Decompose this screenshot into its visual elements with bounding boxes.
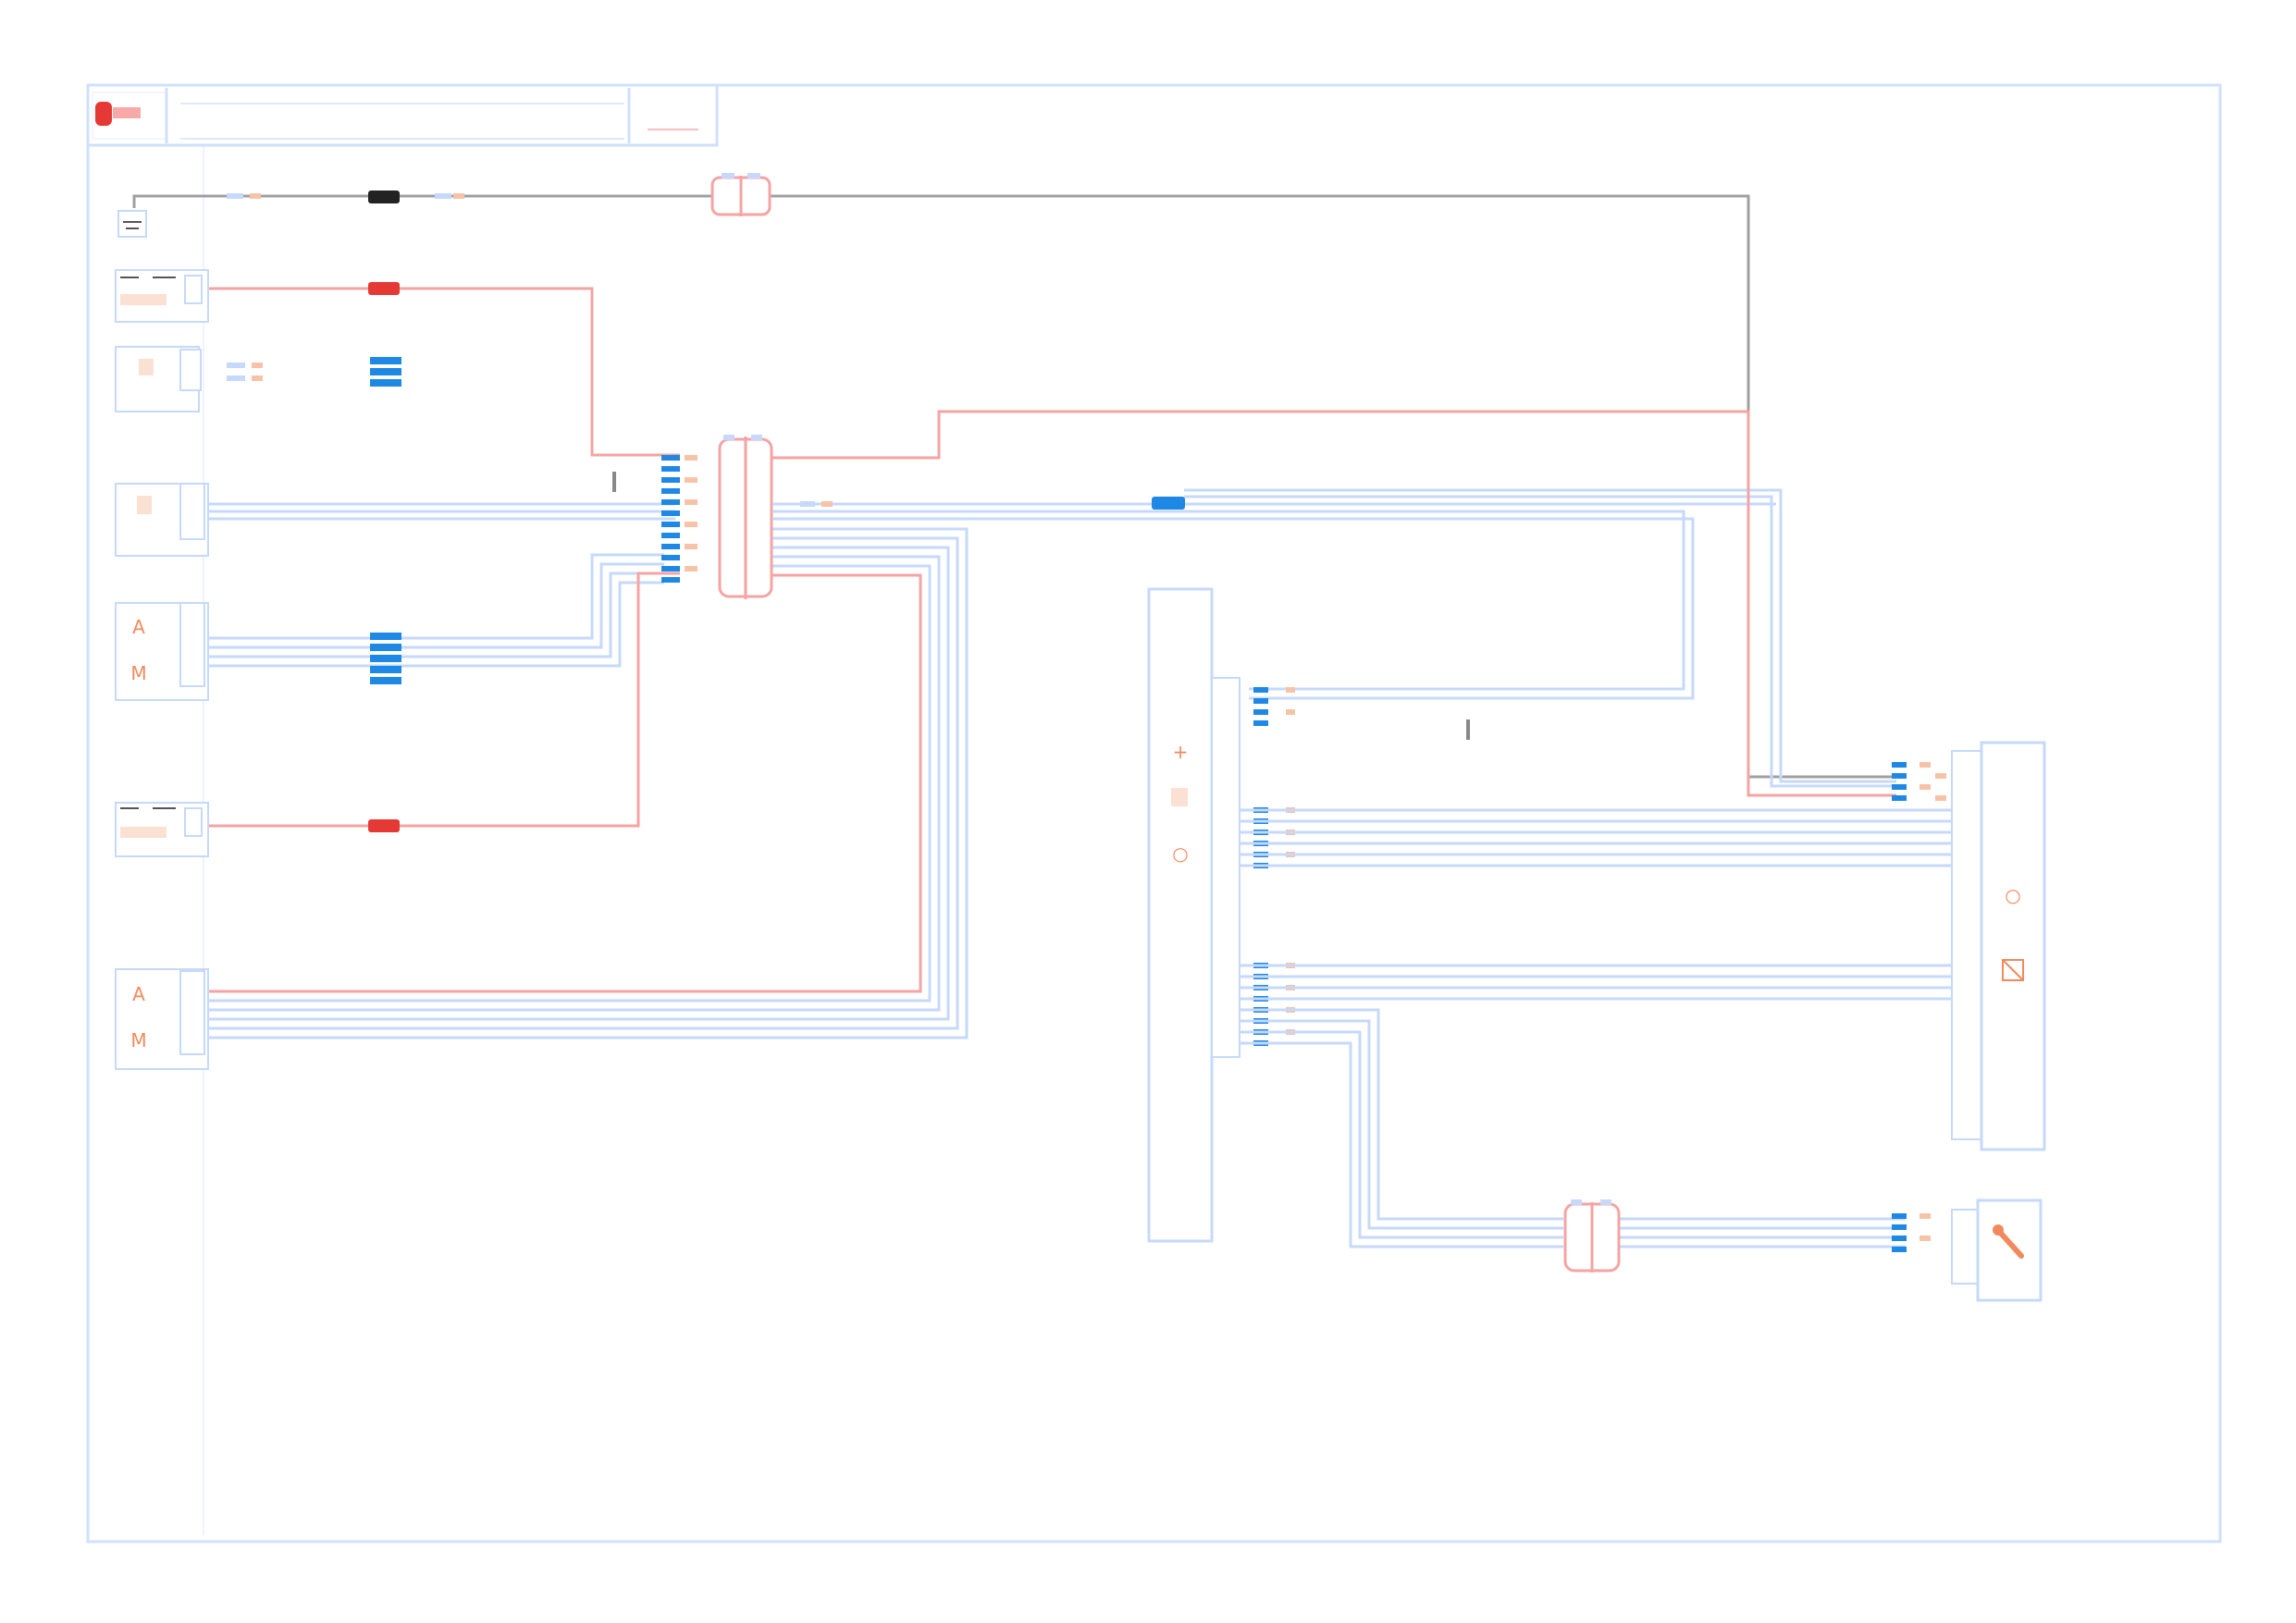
wire-red-3 [772,410,1896,797]
wire-blue-bundle-1 [208,502,675,521]
wire-blue-bundle-ecu [1240,808,1952,1248]
connector-top [710,173,772,216]
wire-bundle-3 [208,527,969,1039]
fuse-black-top [368,191,400,203]
svg-text:A: A [132,616,145,638]
svg-text:○: ○ [1172,842,1188,865]
switch-left-1 [115,483,209,557]
connector-bottom [1563,1199,1621,1273]
wire-red-1 [208,287,680,457]
marker-2 [1466,719,1470,740]
power-source-2 [115,802,209,857]
ecu-center: + ○ [1147,587,1241,1243]
actuator-pins [1892,1213,1907,1252]
brand-mark-icon [95,102,112,126]
svg-text:+: + [1173,741,1189,763]
wire-gray-top [132,194,1896,779]
fuse-red-2 [368,819,400,832]
actuator-right [1951,1199,2043,1302]
terminal-block-blue-2 [370,633,401,684]
sensor-left [115,346,263,412]
marker-1 [612,472,616,492]
ecu-right: ○ [1951,741,2046,1151]
junction-blue [1152,497,1185,510]
fuse-red-1 [368,282,400,295]
title-block [86,83,719,147]
ground-symbol [117,210,147,238]
svg-text:M: M [130,662,146,684]
power-source-1 [115,269,209,323]
wire-blue-main-out [772,488,1896,788]
motor-left-1: A M [115,602,209,701]
svg-text:A: A [132,983,145,1005]
wire-red-2 [208,572,680,828]
ecu-right-pins [1892,762,1946,801]
svg-text:M: M [130,1029,146,1051]
svg-text:○: ○ [2005,884,2020,906]
motor-left-2: A M [115,968,209,1070]
terminal-block-blue [370,357,401,387]
connector-main [661,435,773,599]
